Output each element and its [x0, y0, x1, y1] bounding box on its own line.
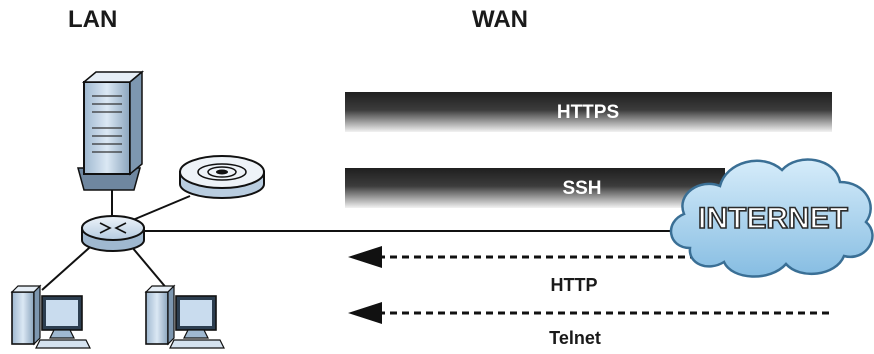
- desktop-computer-icon-right: [144, 284, 225, 349]
- wireless-access-point-icon: [179, 155, 265, 199]
- telnet-blocked-arrow: [348, 302, 830, 324]
- ssh-band: SSH: [345, 168, 725, 208]
- http-blocked-arrow: [348, 246, 700, 268]
- https-label: HTTPS: [557, 102, 619, 123]
- network-switch-icon: [81, 215, 145, 252]
- internet-label: INTERNET: [698, 202, 848, 235]
- lan-heading: LAN: [68, 6, 118, 33]
- http-label: HTTP: [551, 275, 598, 295]
- internet-cloud-icon: INTERNET: [669, 158, 874, 278]
- wan-heading: WAN: [472, 6, 528, 33]
- ssh-label: SSH: [562, 178, 601, 199]
- telnet-label: Telnet: [549, 328, 601, 348]
- https-band: HTTPS: [345, 92, 832, 132]
- server-tower-icon: [77, 70, 145, 191]
- desktop-computer-icon-left: [10, 284, 91, 349]
